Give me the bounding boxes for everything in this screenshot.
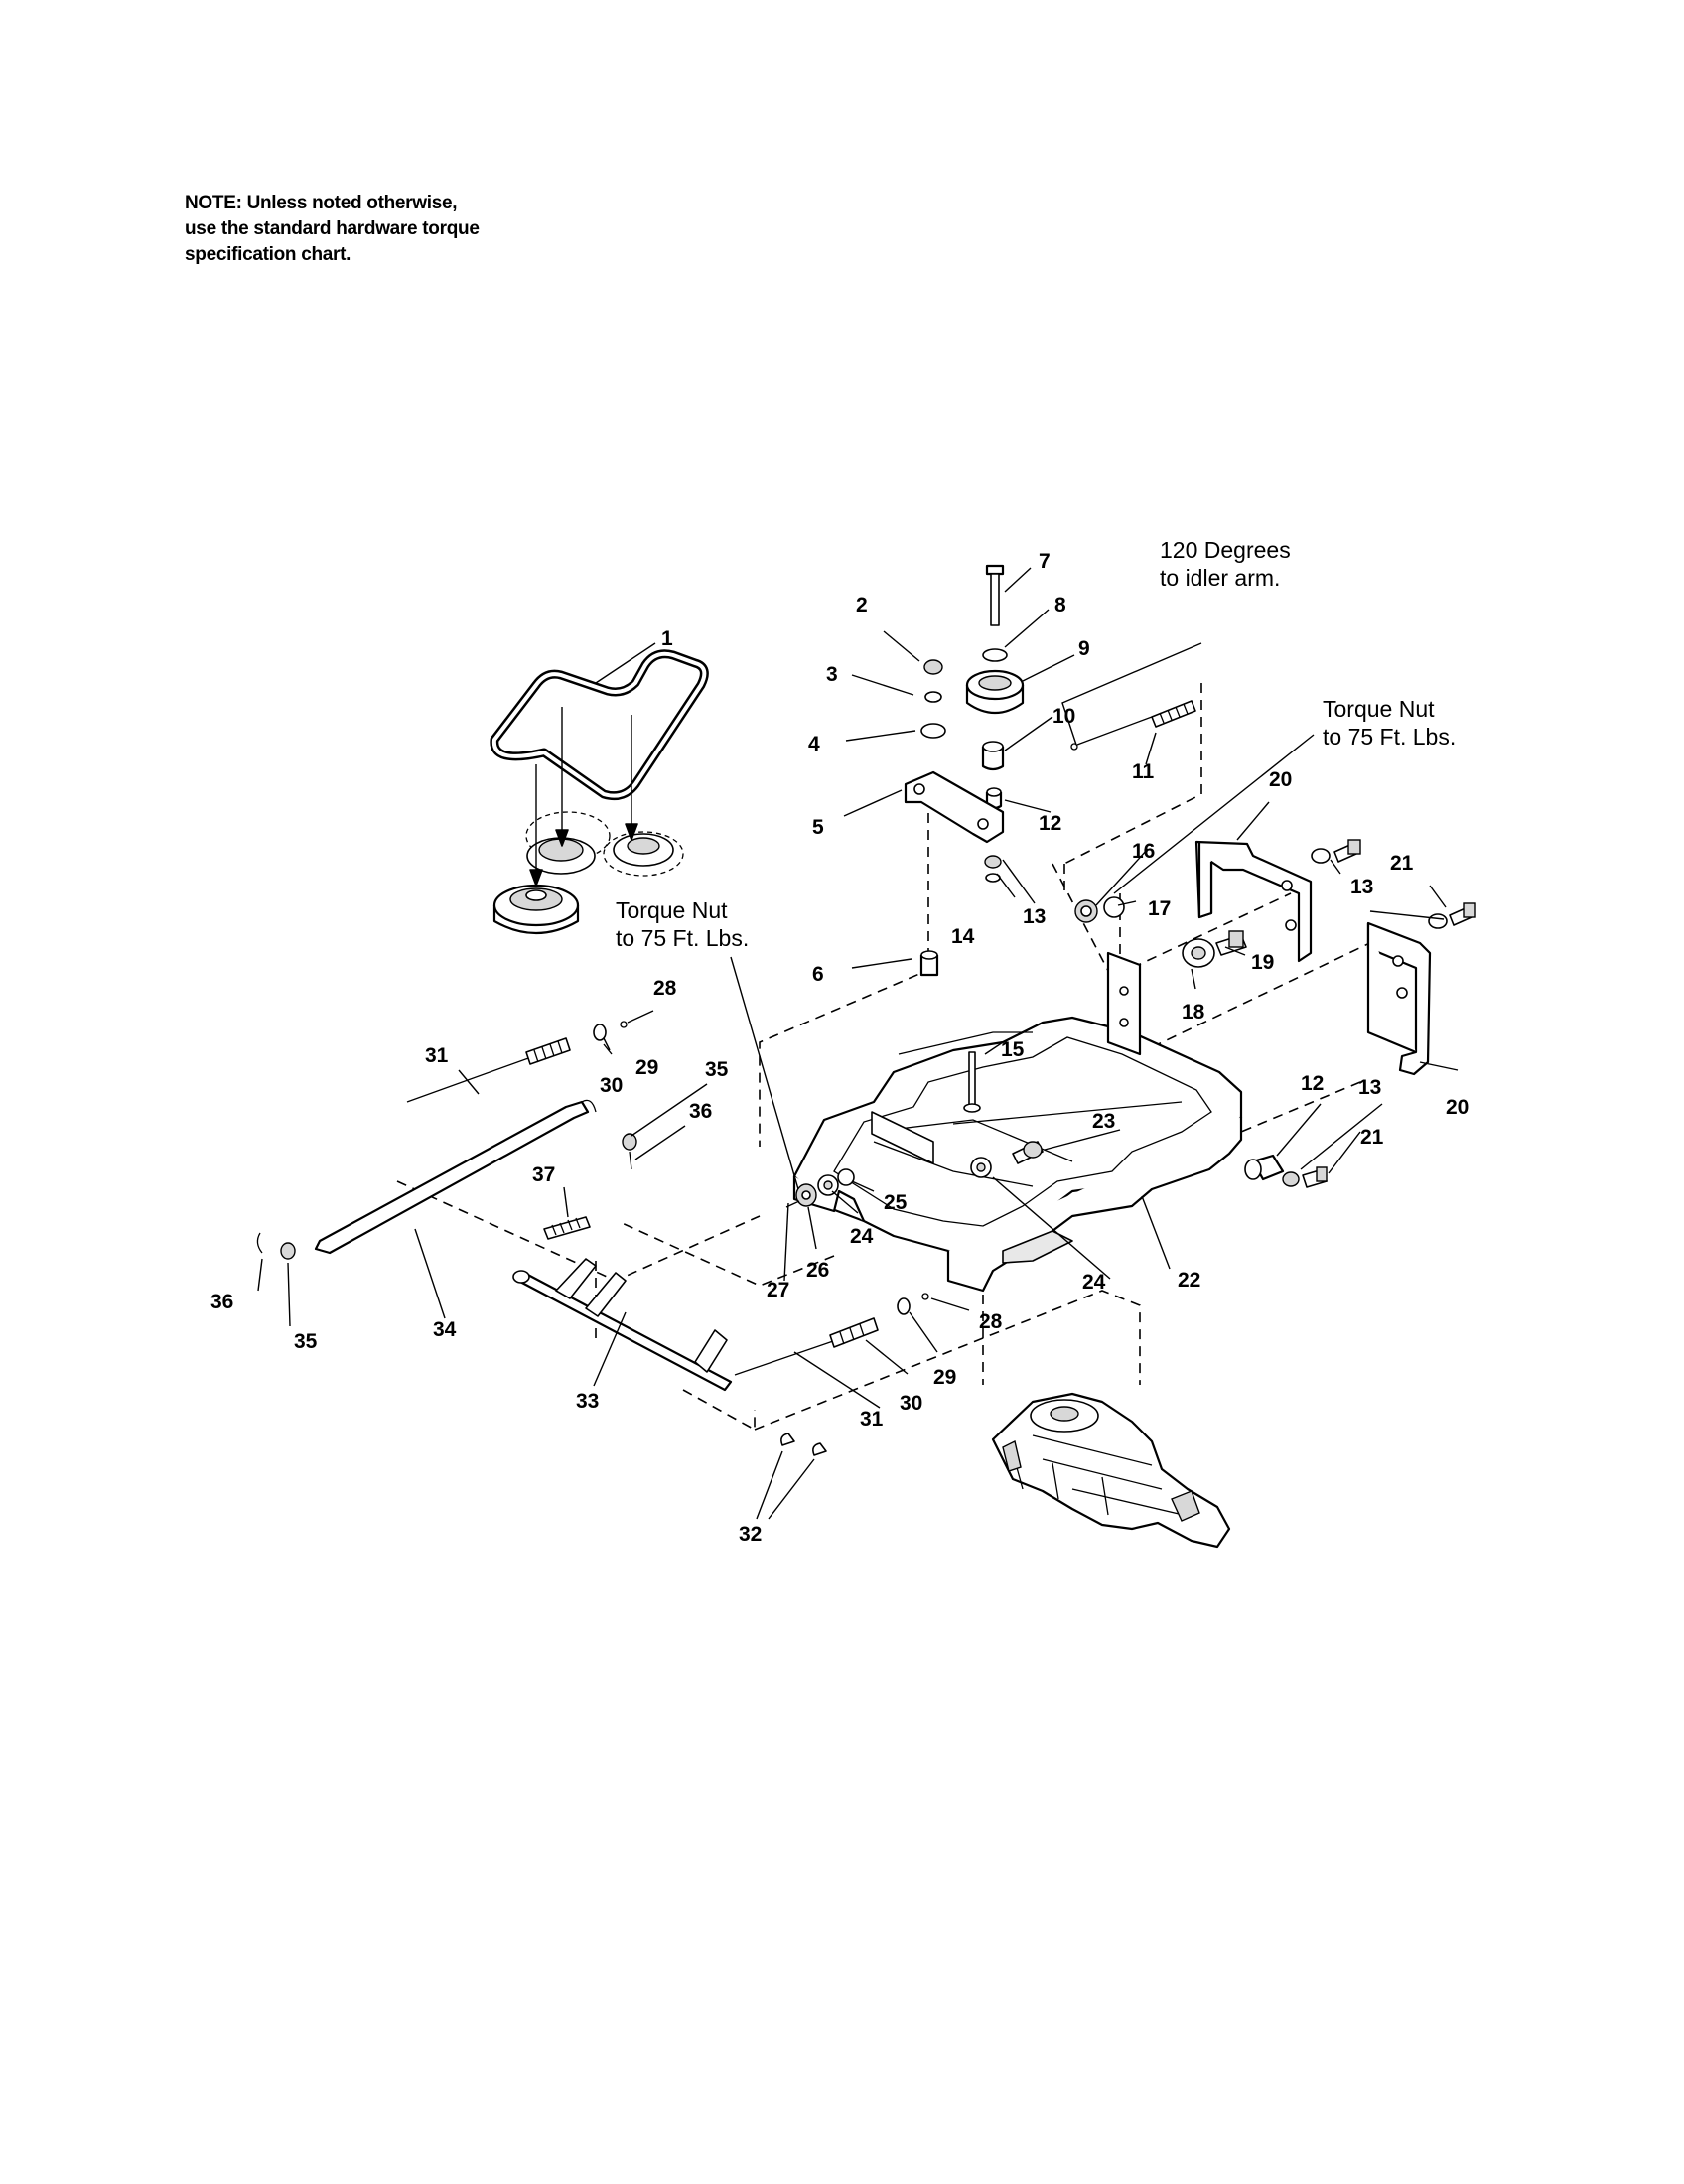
- callout-33: 33: [576, 1390, 599, 1413]
- callout-6: 6: [812, 963, 824, 986]
- callout-37: 37: [532, 1163, 555, 1186]
- callout-24-right: 24: [1082, 1271, 1106, 1294]
- annotation-idler-angle-line-1: 120 Degrees: [1160, 537, 1291, 563]
- annotation-idler-angle: 120 Degrees to idler arm.: [1160, 537, 1291, 591]
- callout-9: 9: [1078, 637, 1090, 660]
- callout-numbers: 1 2 3 4 5 6 7 8 9 10 11 12 13 14 15 16 1…: [210, 550, 1469, 1546]
- annotation-torque-left-line-2: to 75 Ft. Lbs.: [616, 925, 749, 951]
- callout-23: 23: [1092, 1110, 1115, 1133]
- drive-belt-assembly: [490, 649, 709, 935]
- callout-32: 32: [739, 1523, 762, 1546]
- callout-29-upper: 29: [635, 1056, 658, 1079]
- note-line-2: use the standard hardware torque: [185, 218, 480, 239]
- leader-lines: [257, 567, 1459, 1520]
- annotation-torque-right-line-1: Torque Nut: [1323, 696, 1435, 722]
- callout-18: 18: [1182, 1001, 1205, 1024]
- callout-13-idler: 13: [1023, 905, 1046, 928]
- callout-5: 5: [812, 816, 824, 839]
- annotation-torque-left: Torque Nut to 75 Ft. Lbs.: [616, 897, 749, 951]
- callout-19: 19: [1251, 951, 1274, 974]
- callout-25: 25: [884, 1191, 908, 1214]
- mounting-plates: [1194, 840, 1432, 1076]
- annotation-idler-angle-line-2: to idler arm.: [1160, 565, 1280, 591]
- callout-36-upper: 36: [689, 1100, 712, 1123]
- callout-28-lower: 28: [979, 1310, 1003, 1333]
- callout-20-upper: 20: [1269, 768, 1292, 791]
- callout-31-lower: 31: [860, 1408, 884, 1431]
- callout-3: 3: [826, 663, 838, 686]
- plate-hardware: [1244, 839, 1476, 1188]
- callout-26: 26: [806, 1259, 829, 1282]
- callout-10: 10: [1052, 705, 1075, 728]
- callout-7: 7: [1039, 550, 1051, 573]
- callout-31-upper: 31: [425, 1044, 449, 1067]
- hardware-note: NOTE: Unless noted otherwise, use the st…: [185, 191, 562, 268]
- callout-27: 27: [767, 1279, 789, 1301]
- callout-13-lower: 13: [1358, 1076, 1381, 1099]
- callout-1: 1: [661, 627, 673, 650]
- callout-35-upper: 35: [705, 1058, 729, 1081]
- callout-15: 15: [1001, 1038, 1025, 1061]
- callout-28-upper: 28: [653, 977, 677, 1000]
- callout-22: 22: [1178, 1269, 1200, 1292]
- note-line-3: specification chart.: [185, 244, 351, 265]
- callout-11: 11: [1132, 760, 1155, 783]
- annotation-torque-right: Torque Nut to 75 Ft. Lbs.: [1323, 696, 1456, 750]
- annotation-torque-left-line-1: Torque Nut: [616, 897, 728, 923]
- callout-29-lower: 29: [933, 1366, 956, 1389]
- callout-12-lower: 12: [1301, 1072, 1324, 1095]
- callout-30-upper: 30: [600, 1074, 623, 1097]
- callout-24-left: 24: [850, 1225, 874, 1248]
- frame-hardware: [1074, 896, 1247, 968]
- callout-36-lower: 36: [210, 1291, 233, 1313]
- lower-frame-hardware: [785, 1157, 992, 1208]
- callout-12-idler: 12: [1039, 812, 1061, 835]
- idler-arm-assembly: [904, 564, 1196, 977]
- callout-4: 4: [808, 733, 820, 755]
- callout-16: 16: [1132, 840, 1155, 863]
- callout-34: 34: [433, 1318, 457, 1341]
- callout-14: 14: [951, 925, 975, 948]
- callout-35-lower: 35: [294, 1330, 318, 1353]
- annotation-torque-right-line-2: to 75 Ft. Lbs.: [1323, 724, 1456, 750]
- callout-30-lower: 30: [900, 1392, 922, 1415]
- callout-20-lower: 20: [1446, 1096, 1469, 1119]
- callout-17: 17: [1148, 897, 1171, 920]
- note-line-1: NOTE: Unless noted otherwise,: [185, 193, 458, 213]
- transaxle: [991, 1392, 1231, 1549]
- callout-21-upper: 21: [1390, 852, 1414, 875]
- callout-8: 8: [1054, 594, 1066, 616]
- control-linkage: [256, 1021, 929, 1456]
- callout-2: 2: [856, 594, 868, 616]
- callout-21-lower: 21: [1360, 1126, 1384, 1149]
- callout-13-upper: 13: [1350, 876, 1373, 898]
- main-frame: [792, 951, 1243, 1293]
